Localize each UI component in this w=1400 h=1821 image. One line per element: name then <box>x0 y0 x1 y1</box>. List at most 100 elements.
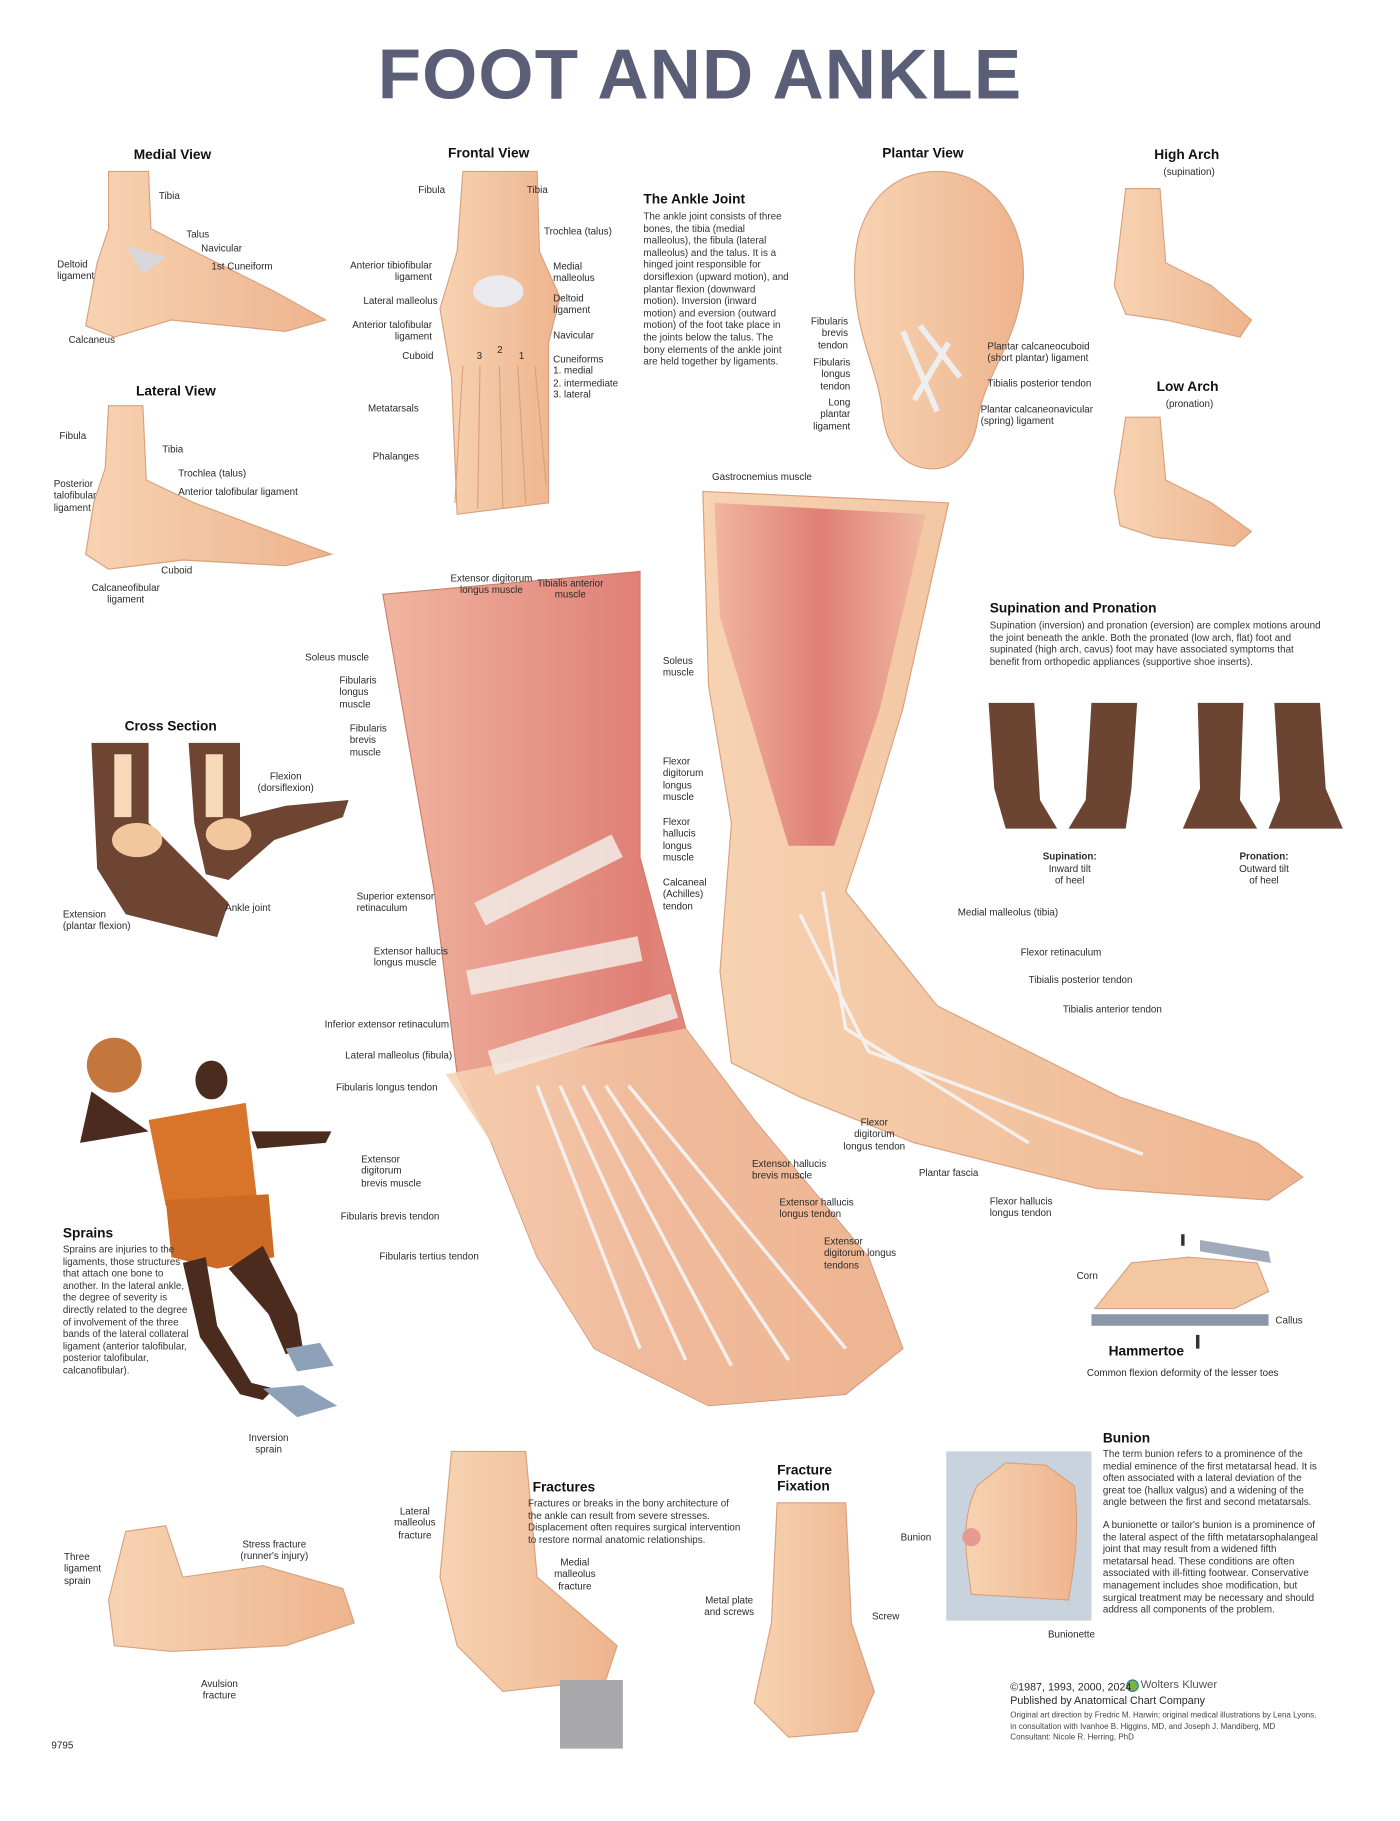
low-arch-heading: Low Arch <box>1156 378 1219 395</box>
cross-section-illustration <box>91 742 349 938</box>
label: Cuboid <box>402 349 434 362</box>
supination-desc: Inward tilt of heel <box>1048 862 1091 887</box>
label: Extensor hallucis brevis muscle <box>751 1157 827 1182</box>
fracture-fixation-heading: Fracture Fixation <box>777 1461 833 1494</box>
label: Metal plate and screws <box>704 1594 754 1618</box>
label: Superior extensor retinaculum <box>356 890 435 914</box>
label: Fibularis brevis muscle <box>349 722 387 758</box>
label: Bunionette <box>1047 1628 1095 1640</box>
chart-code: 9795 <box>51 1739 74 1751</box>
page-title: FOOT AND ANKLE <box>377 35 1023 115</box>
anterior-muscle-illustration <box>382 570 904 1407</box>
label: Medial malleolus fracture <box>554 1556 596 1592</box>
label: Posterior talofibular ligament <box>53 477 97 513</box>
label: Fibularis tertius tendon <box>379 1250 479 1262</box>
medial-view-heading: Medial View <box>133 146 212 163</box>
brand-name: Wolters Kluwer <box>1140 1678 1218 1692</box>
label: Extension (plantar flexion) <box>62 908 131 932</box>
lateral-view-illustration <box>85 405 334 570</box>
bone-number: 1 <box>518 349 525 362</box>
high-arch-sub: (supination) <box>1163 165 1215 178</box>
label: Flexor digitorum longus muscle <box>662 755 704 803</box>
label: Soleus muscle <box>662 654 694 679</box>
label: Tibialis anterior tendon <box>1062 1003 1162 1015</box>
label: Tibia <box>526 183 548 196</box>
label: Plantar fascia <box>918 1166 979 1179</box>
ankle-joint-text: The ankle joint consists of three bones,… <box>643 210 789 367</box>
label: Bunion <box>900 1531 932 1543</box>
label: Metatarsals <box>367 402 419 414</box>
basketball-player-illustration <box>79 1037 338 1418</box>
label: Cuneiforms 1. medial 2. intermediate 3. … <box>553 353 619 401</box>
label: Long plantar ligament <box>813 396 851 432</box>
supination-label: Supination: <box>1042 850 1097 862</box>
label: Soleus muscle <box>305 651 370 663</box>
label: Tibia <box>162 443 184 455</box>
label: Trochlea (talus) <box>178 467 247 479</box>
wolters-kluwer-logo <box>1126 1679 1139 1692</box>
label: Navicular <box>201 242 243 254</box>
label: Fibula <box>59 429 87 442</box>
supination-pronation-heading: Supination and Pronation <box>989 599 1157 616</box>
publisher: Published by Anatomical Chart Company <box>1010 1693 1206 1707</box>
cross-section-heading: Cross Section <box>124 717 217 734</box>
ankle-joint-heading: The Ankle Joint <box>643 190 746 207</box>
label: Extensor hallucis longus muscle <box>373 945 448 969</box>
hammertoe-sub: Common flexion deformity of the lesser t… <box>1086 1366 1279 1379</box>
copyright: ©1987, 1993, 2000, 2024 <box>1010 1679 1132 1693</box>
bunion-heading: Bunion <box>1102 1429 1151 1446</box>
fractures-heading: Fractures <box>532 1478 596 1495</box>
label: Phalanges <box>372 450 419 462</box>
label: Extensor digitorum longus tendons <box>823 1235 897 1271</box>
medial-view-illustration <box>85 170 328 338</box>
hammertoe-heading: Hammertoe <box>1108 1342 1185 1359</box>
label: Deltoid ligament <box>553 292 591 316</box>
label: Extensor hallucis longus tendon <box>779 1196 854 1220</box>
label: Medial malleolus <box>553 260 595 284</box>
frontal-view-illustration <box>439 170 561 515</box>
label: Medial malleolus (tibia) <box>957 906 1059 918</box>
label: Stress fracture (runner's injury) <box>240 1538 309 1562</box>
label: Extensor digitorum longus muscle <box>450 572 533 596</box>
label: Calcaneus <box>68 333 115 346</box>
sprains-text: Sprains are injuries to the ligaments, t… <box>62 1243 189 1376</box>
label: Flexor digitorum longus tendon <box>843 1116 906 1152</box>
supination-pronation-text: Supination (inversion) and pronation (ev… <box>989 619 1321 668</box>
label: Plantar calcaneocuboid (short plantar) l… <box>987 340 1090 364</box>
label: Ankle joint <box>225 901 271 914</box>
label: Lateral malleolus (fibula) <box>345 1049 453 1061</box>
label: Plantar calcaneonavicular (spring) ligam… <box>980 403 1094 427</box>
label: Calcaneal (Achilles) tendon <box>662 876 707 912</box>
label: Anterior talofibular ligament <box>178 485 298 498</box>
label: Fibula <box>418 183 446 196</box>
label: Deltoid ligament <box>57 258 95 282</box>
sprains-heading: Sprains <box>62 1225 114 1242</box>
low-arch-sub: (pronation) <box>1165 397 1214 410</box>
label: Inversion sprain <box>248 1431 289 1456</box>
label: Calcaneofibular ligament <box>91 581 160 606</box>
low-arch-illustration <box>1113 416 1253 547</box>
label: Extensor digitorum brevis muscle <box>361 1153 422 1189</box>
label: Navicular <box>553 329 595 341</box>
label: Callus <box>1275 1314 1303 1326</box>
label: Gastrocnemius muscle <box>711 470 812 483</box>
pronation-desc: Outward tilt of heel <box>1239 862 1289 887</box>
fracture-illustration <box>439 1450 623 1749</box>
label: Anterior talofibular ligament <box>352 318 432 343</box>
three-ligament-sprain-illustration <box>107 1525 356 1653</box>
bunion-text-1: The term bunion refers to a prominence o… <box>1102 1447 1317 1508</box>
pronation-label: Pronation: <box>1239 850 1289 862</box>
label: Screw <box>871 1610 900 1622</box>
plantar-ligaments <box>900 323 963 413</box>
credits: Original art direction by Fredric M. Har… <box>1010 1711 1317 1742</box>
high-arch-heading: High Arch <box>1154 146 1220 163</box>
label: Three ligament sprain <box>63 1550 102 1587</box>
label: Flexor hallucis longus tendon <box>989 1195 1053 1219</box>
label: Fibularis brevis tendon <box>340 1210 440 1222</box>
label: Flexor retinaculum <box>1020 946 1102 958</box>
label: Flexion (dorsiflexion) <box>257 770 314 794</box>
label: Inferior extensor retinaculum <box>324 1018 450 1030</box>
fractures-text: Fractures or breaks in the bony architec… <box>527 1497 741 1545</box>
plantar-view-heading: Plantar View <box>882 145 964 162</box>
